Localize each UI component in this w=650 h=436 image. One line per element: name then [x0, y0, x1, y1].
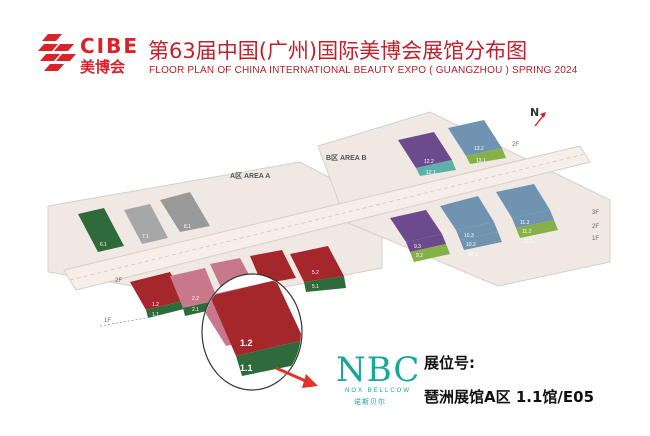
- hall-12-1-label: 12.1: [426, 170, 436, 176]
- zoom-detail: 1.2 1.1: [203, 280, 301, 376]
- hall-8-1: 8.1: [160, 192, 210, 232]
- hall-12: 12.2 12.1: [398, 132, 456, 176]
- hall-9-2-label: 9.2: [416, 253, 423, 259]
- hall-13-1-label: 13.1: [476, 158, 486, 164]
- area-a-label: A区 AREA A: [230, 172, 270, 180]
- hall-11-3-label: 11.3: [520, 220, 530, 226]
- cibe-logo-icon: [38, 34, 76, 71]
- main-corridor: [63, 145, 591, 291]
- area-b-label: B区 AREA B: [326, 154, 367, 162]
- area-b-1f-label: 1F: [592, 236, 599, 242]
- hall-10: 10.3 10.2 10.1: [440, 196, 502, 258]
- hall-10-2-label: 10.2: [466, 242, 476, 248]
- zoom-upper-label: 1.2: [240, 338, 253, 348]
- area-b-2f-label: 2F: [512, 142, 519, 148]
- area-b-2f-right-label: 2F: [592, 224, 599, 230]
- nbc-logo-sub: NOX BELLCOW: [345, 388, 412, 394]
- hall-6-1: 6.1: [78, 208, 124, 252]
- hall-6-1-label: 6.1: [100, 242, 107, 248]
- north-label: N: [530, 106, 540, 119]
- hall-9-1-label: 9.1: [418, 262, 425, 268]
- hall-11-1-label: 11.1: [524, 239, 534, 245]
- hall-11-2-label: 11.2: [522, 229, 532, 235]
- hall-1-1-label: 1.1: [152, 312, 159, 318]
- area-b-3f-label: 3F: [592, 210, 599, 216]
- logo-text: CIBE: [80, 34, 140, 58]
- hall-13: 13.2 13.1: [448, 120, 506, 164]
- nbc-logo: NBC: [336, 350, 421, 390]
- hall-7-1-label: 7.1: [142, 234, 149, 240]
- booth-label: 展位号:: [424, 354, 475, 372]
- hall-11: 11.3 11.2 11.1: [496, 184, 558, 245]
- booth-value: 琶洲展馆A区 1.1馆/E05: [424, 388, 595, 406]
- hall-10-1-label: 10.1: [468, 252, 478, 258]
- hall-8-1-label: 8.1: [184, 224, 191, 230]
- nbc-logo-cn: 诺斯贝尔: [354, 398, 386, 406]
- hall-1-2-label: 1.2: [152, 302, 159, 308]
- logo-cn-text: 美博会: [80, 58, 126, 76]
- hall-12-2-label: 12.2: [424, 159, 434, 165]
- hall-1-2: 1.2 1.1: [130, 272, 188, 318]
- hall-9-3-label: 9.3: [414, 244, 421, 250]
- area-a-2f-label: 2F: [115, 278, 122, 284]
- hall-5-1-label: 5.1: [312, 284, 319, 290]
- hall-9: 9.3 9.2 9.1: [390, 210, 450, 268]
- pointer-arrow: [302, 374, 318, 388]
- north-arrow-icon: [540, 112, 546, 118]
- hall-7-1: 7.1: [124, 204, 168, 244]
- area-a-1f-label: 1F: [104, 318, 111, 324]
- hall-5-2-label: 5.2: [312, 270, 319, 276]
- hall-5-2: 5.2 5.1: [290, 246, 346, 292]
- hall-13-2-label: 13.2: [474, 146, 484, 152]
- zoom-lower-label: 1.1: [240, 363, 253, 373]
- page-subtitle: FLOOR PLAN OF CHINA INTERNATIONAL BEAUTY…: [149, 65, 578, 76]
- hall-2-1-label: 2.1: [192, 307, 199, 313]
- hall-10-3-label: 10.3: [464, 233, 474, 239]
- page-title: 第63届中国(广州)国际美博会展馆分布图: [148, 39, 528, 63]
- hall-2-2-label: 2.2: [192, 296, 199, 302]
